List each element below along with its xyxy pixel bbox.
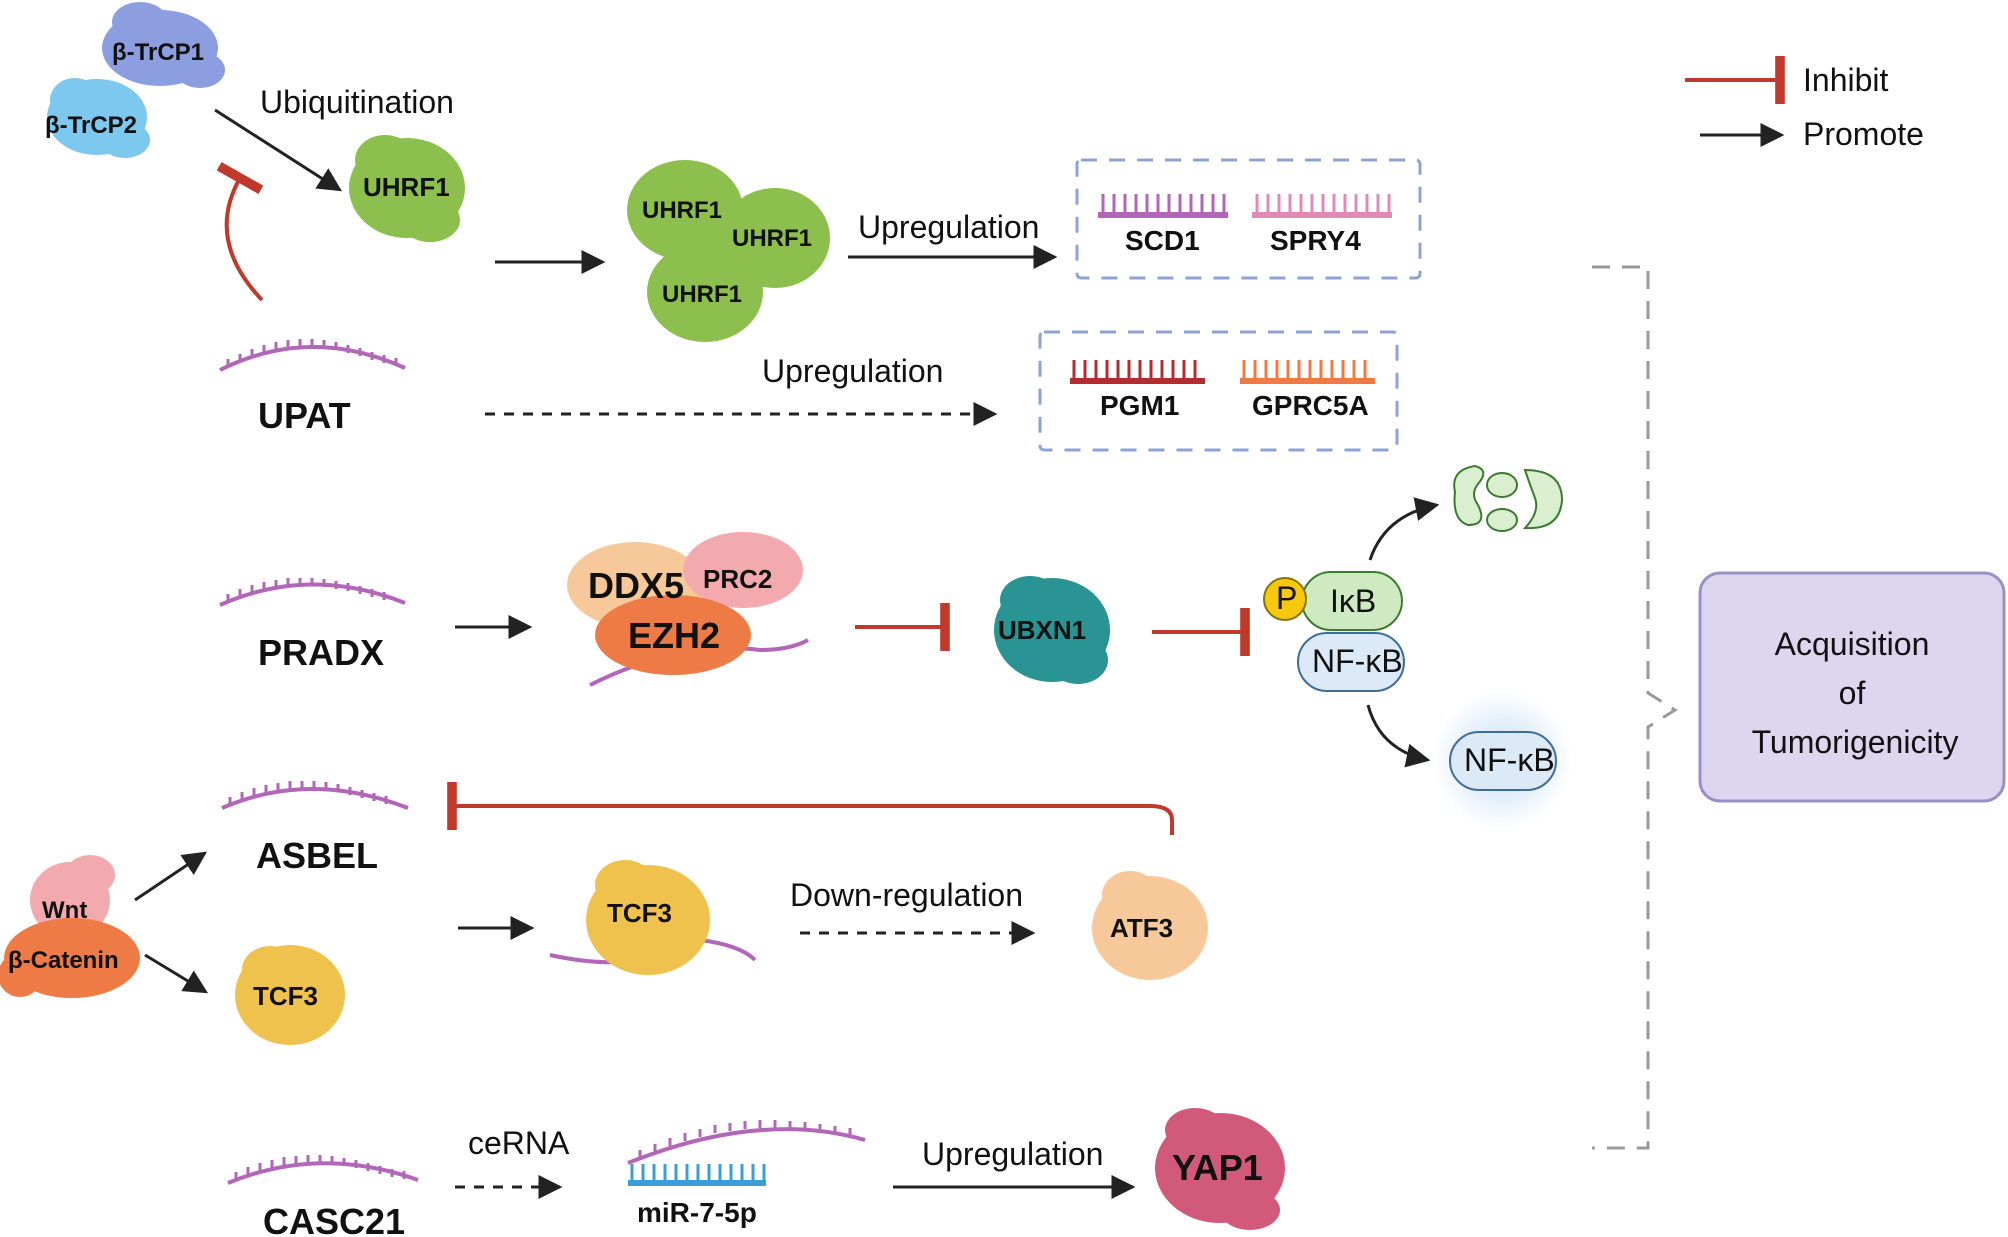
asbel-lncrna: ASBEL [221, 781, 409, 876]
uhrf1-complex-label-1: UHRF1 [642, 197, 722, 224]
btrcp2-protein: β-TrCP2 [45, 78, 150, 158]
outcome-line-1: Acquisition [1775, 626, 1930, 662]
pradx-label: PRADX [258, 632, 384, 673]
tcf3-protein-free: TCF3 [235, 945, 345, 1045]
prc2-label: PRC2 [703, 564, 772, 594]
tcf3-bound-label: TCF3 [607, 898, 672, 928]
uhrf1-complex: UHRF1 UHRF1 UHRF1 [627, 160, 830, 342]
casc21-lncrna: CASC21 [227, 1155, 419, 1237]
gene-box-pgm1-gprc5a: PGM1 GPRC5A [1038, 330, 1399, 452]
nfkb-active: NF-κB [1449, 731, 1557, 791]
scd1-label: SCD1 [1125, 225, 1200, 256]
nfkb-release-arrow [1366, 704, 1431, 768]
nfkb-complex-label: NF-κB [1312, 643, 1403, 679]
ddx5-label: DDX5 [588, 565, 684, 606]
tcf3-bound-complex: TCF3 [549, 860, 757, 975]
phospho-label: P [1276, 580, 1297, 616]
outcome-box: Acquisition of Tumorigenicity [1698, 571, 2006, 803]
wnt-to-asbel-arrow [134, 851, 207, 902]
phospho-group [1263, 577, 1307, 621]
degraded-ikb-icon [1453, 464, 1564, 532]
btrcp1-protein: β-TrCP1 [102, 2, 225, 88]
upregulation-label-3: Upregulation [922, 1136, 1103, 1172]
outcome-bracket [1592, 265, 1678, 1150]
upat-lncrna: UPAT [219, 339, 406, 436]
yap1-label: YAP1 [1172, 1147, 1263, 1188]
tcf3-free-label: TCF3 [253, 981, 318, 1011]
ubxn1-protein: UBXN1 [994, 576, 1110, 684]
btrcp1-label: β-TrCP1 [112, 39, 204, 66]
ubxn1-label: UBXN1 [998, 615, 1086, 645]
nfkb-active-label: NF-κB [1464, 742, 1555, 778]
upregulation-label-1: Upregulation [858, 209, 1039, 245]
pradx-lncrna: PRADX [219, 578, 406, 673]
ikb-label: IκB [1330, 583, 1376, 619]
upat-inhibits-ubiquitination [216, 162, 264, 302]
casc21-mir-duplex: miR-7-5p [627, 1120, 866, 1228]
gene-box-scd1-spry4: SCD1 SPRY4 [1075, 158, 1422, 280]
atf3-label: ATF3 [1110, 913, 1173, 943]
scd1-gene: SCD1 [1098, 194, 1228, 256]
yap1-protein: YAP1 [1155, 1108, 1285, 1230]
outcome-line-2: of [1839, 675, 1866, 711]
bcatenin-label: β-Catenin [8, 947, 119, 974]
wnt-bcatenin-complex: Wnt β-Catenin [0, 855, 140, 998]
uhrf1-complex-label-3: UHRF1 [662, 281, 742, 308]
wnt-to-tcf3-arrow [144, 953, 209, 994]
uhrf1-protein: UHRF1 [349, 135, 465, 242]
uhrf1-label: UHRF1 [363, 172, 450, 202]
pgm1-gene: PGM1 [1070, 360, 1205, 421]
pgm1-label: PGM1 [1100, 390, 1179, 421]
ubiquitination-label: Ubiquitination [260, 84, 454, 120]
legend-promote-label: Promote [1803, 116, 1924, 152]
ubiquitination-arrow [214, 108, 343, 192]
legend: Inhibit Promote [1685, 56, 1924, 152]
wnt-label: Wnt [42, 897, 87, 924]
downregulation-label: Down-regulation [790, 877, 1023, 913]
uhrf1-complex-label-2: UHRF1 [732, 225, 812, 252]
ikb-nfkb-complex: IκB P NF-κB [1263, 571, 1405, 692]
gprc5a-gene: GPRC5A [1240, 360, 1375, 421]
pradx-complex: DDX5 PRC2 EZH2 [567, 532, 809, 687]
outcome-line-3: Tumorigenicity [1752, 724, 1959, 760]
ezh2-label: EZH2 [628, 615, 720, 656]
spry4-gene: SPRY4 [1252, 194, 1392, 256]
upregulation-label-2: Upregulation [762, 353, 943, 389]
cerna-label: ceRNA [468, 1125, 570, 1161]
atf3-protein: ATF3 [1092, 871, 1208, 980]
ikb-degradation-arrow [1368, 497, 1440, 561]
mir-7-5p-label: miR-7-5p [637, 1197, 757, 1228]
casc21-label: CASC21 [263, 1201, 405, 1237]
legend-inhibit-label: Inhibit [1803, 62, 1889, 98]
mir-7-5p: miR-7-5p [628, 1164, 766, 1228]
upat-label: UPAT [258, 395, 351, 436]
spry4-label: SPRY4 [1270, 225, 1361, 256]
atf3-inhibits-asbel [447, 782, 1174, 835]
gprc5a-label: GPRC5A [1252, 390, 1369, 421]
asbel-label: ASBEL [256, 835, 378, 876]
btrcp2-label: β-TrCP2 [45, 112, 137, 139]
